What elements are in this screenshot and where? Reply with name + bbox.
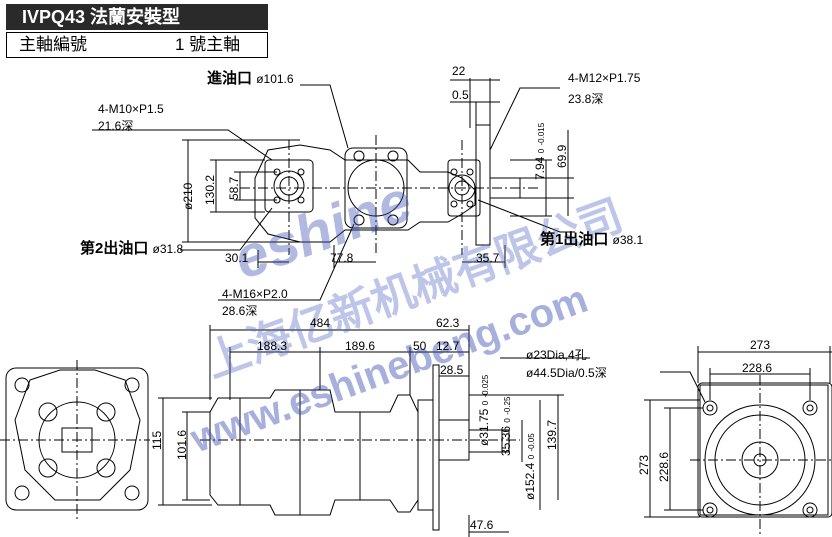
dim-35-36-tol-lower: -0.25 — [503, 396, 512, 415]
outlet1-text: 第1出油口 — [540, 231, 609, 248]
m16-depth: 28.6深 — [222, 304, 258, 318]
dim-62-3: 62.3 — [436, 316, 460, 330]
dim-7-94: 7.94 0 -0.015 — [533, 122, 548, 180]
dim-152-4: ø152.4 0 -0.05 — [523, 433, 538, 500]
dim-7-94-value: 7.94 — [533, 156, 547, 180]
dim-12-7: 12.7 — [436, 339, 460, 353]
dim-101-6: 101.6 — [175, 429, 189, 460]
dim-7-94-tol-upper: 0 — [537, 148, 546, 154]
outlet2-size: ø31.8 — [152, 242, 184, 256]
end-dim-273-w: 273 — [750, 338, 771, 352]
dim-484: 484 — [310, 316, 331, 330]
dim-130-2: 130.2 — [203, 174, 217, 205]
dim-152-4-tol-upper: 0 — [527, 454, 536, 460]
m16-spec: 4-M16×P2.0 — [222, 287, 288, 301]
shaft-value: 1 號主軸 — [175, 35, 241, 54]
dim-35-36-tol-upper: 0 — [503, 418, 512, 423]
dim-188-3: 188.3 — [257, 339, 288, 353]
inlet-text: 進油口 — [207, 70, 253, 87]
end-dim-273-h: 273 — [637, 454, 651, 475]
inlet-size: ø101.6 — [256, 72, 294, 86]
dim-35-36: 35.36 0 -0.25 — [499, 396, 514, 456]
dim-69-9: 69.9 — [555, 144, 569, 168]
outlet1-size: ø38.1 — [612, 233, 644, 247]
dim-28-5: 28.5 — [440, 363, 464, 377]
dim-115: 115 — [150, 430, 164, 450]
dim-7-94-tol-lower: -0.015 — [537, 122, 546, 146]
dim-35-7: 35.7 — [476, 251, 500, 265]
dim-50: 50 — [413, 339, 427, 353]
m12-spec: 4-M12×P1.75 — [568, 71, 641, 85]
holes-spec: ø23Dia,4孔 — [526, 348, 587, 362]
m12-depth: 23.8深 — [568, 92, 604, 106]
dim-152-4-value: ø152.4 — [523, 462, 537, 500]
end-dim-228-6-h: 228.6 — [657, 451, 671, 482]
dim-0-5: 0.5 — [452, 88, 469, 102]
shaft-spec-box: 主軸編號 1 號主軸 — [6, 32, 268, 58]
dim-31-75-tol-upper: 0 — [481, 400, 490, 406]
front-view — [158, 325, 590, 537]
inlet-label: 進油口 ø101.6 — [207, 71, 294, 87]
dim-189-6: 189.6 — [345, 339, 376, 353]
outlet1-label: 第1出油口 ø38.1 — [540, 232, 643, 248]
dim-31-75: ø31.75 0 -0.025 — [477, 374, 492, 446]
dim-152-4-tol-lower: -0.05 — [527, 433, 536, 452]
dim-22: 22 — [452, 64, 466, 78]
dim-77-8: 77.8 — [330, 251, 354, 265]
m10-depth: 21.6深 — [98, 119, 134, 133]
dim-35-36-value: 35.36 — [499, 425, 513, 456]
shaft-label: 主軸編號 — [19, 35, 87, 54]
dim-30-1: 30.1 — [225, 251, 249, 265]
dim-31-75-tol-lower: -0.025 — [481, 374, 490, 398]
top-view — [92, 78, 575, 301]
side-view — [0, 360, 150, 520]
outlet2-text: 第2出油口 — [80, 240, 149, 257]
dim-58-7: 58.7 — [227, 176, 241, 200]
model-title: IVPQ43 法蘭安裝型 — [6, 4, 268, 30]
dim-31-75-value: ø31.75 — [477, 408, 491, 446]
dim-210: ø210 — [181, 182, 195, 210]
dim-47-6: 47.6 — [470, 518, 494, 532]
outlet2-label: 第2出油口 ø31.8 — [80, 241, 183, 257]
dim-139-7: 139.7 — [545, 419, 559, 450]
end-dim-228-6-w: 228.6 — [742, 361, 773, 375]
holes-spot: ø44.5Dia/0.5深 — [526, 366, 607, 380]
end-view — [644, 346, 832, 537]
m10-spec: 4-M10×P1.5 — [98, 102, 164, 116]
